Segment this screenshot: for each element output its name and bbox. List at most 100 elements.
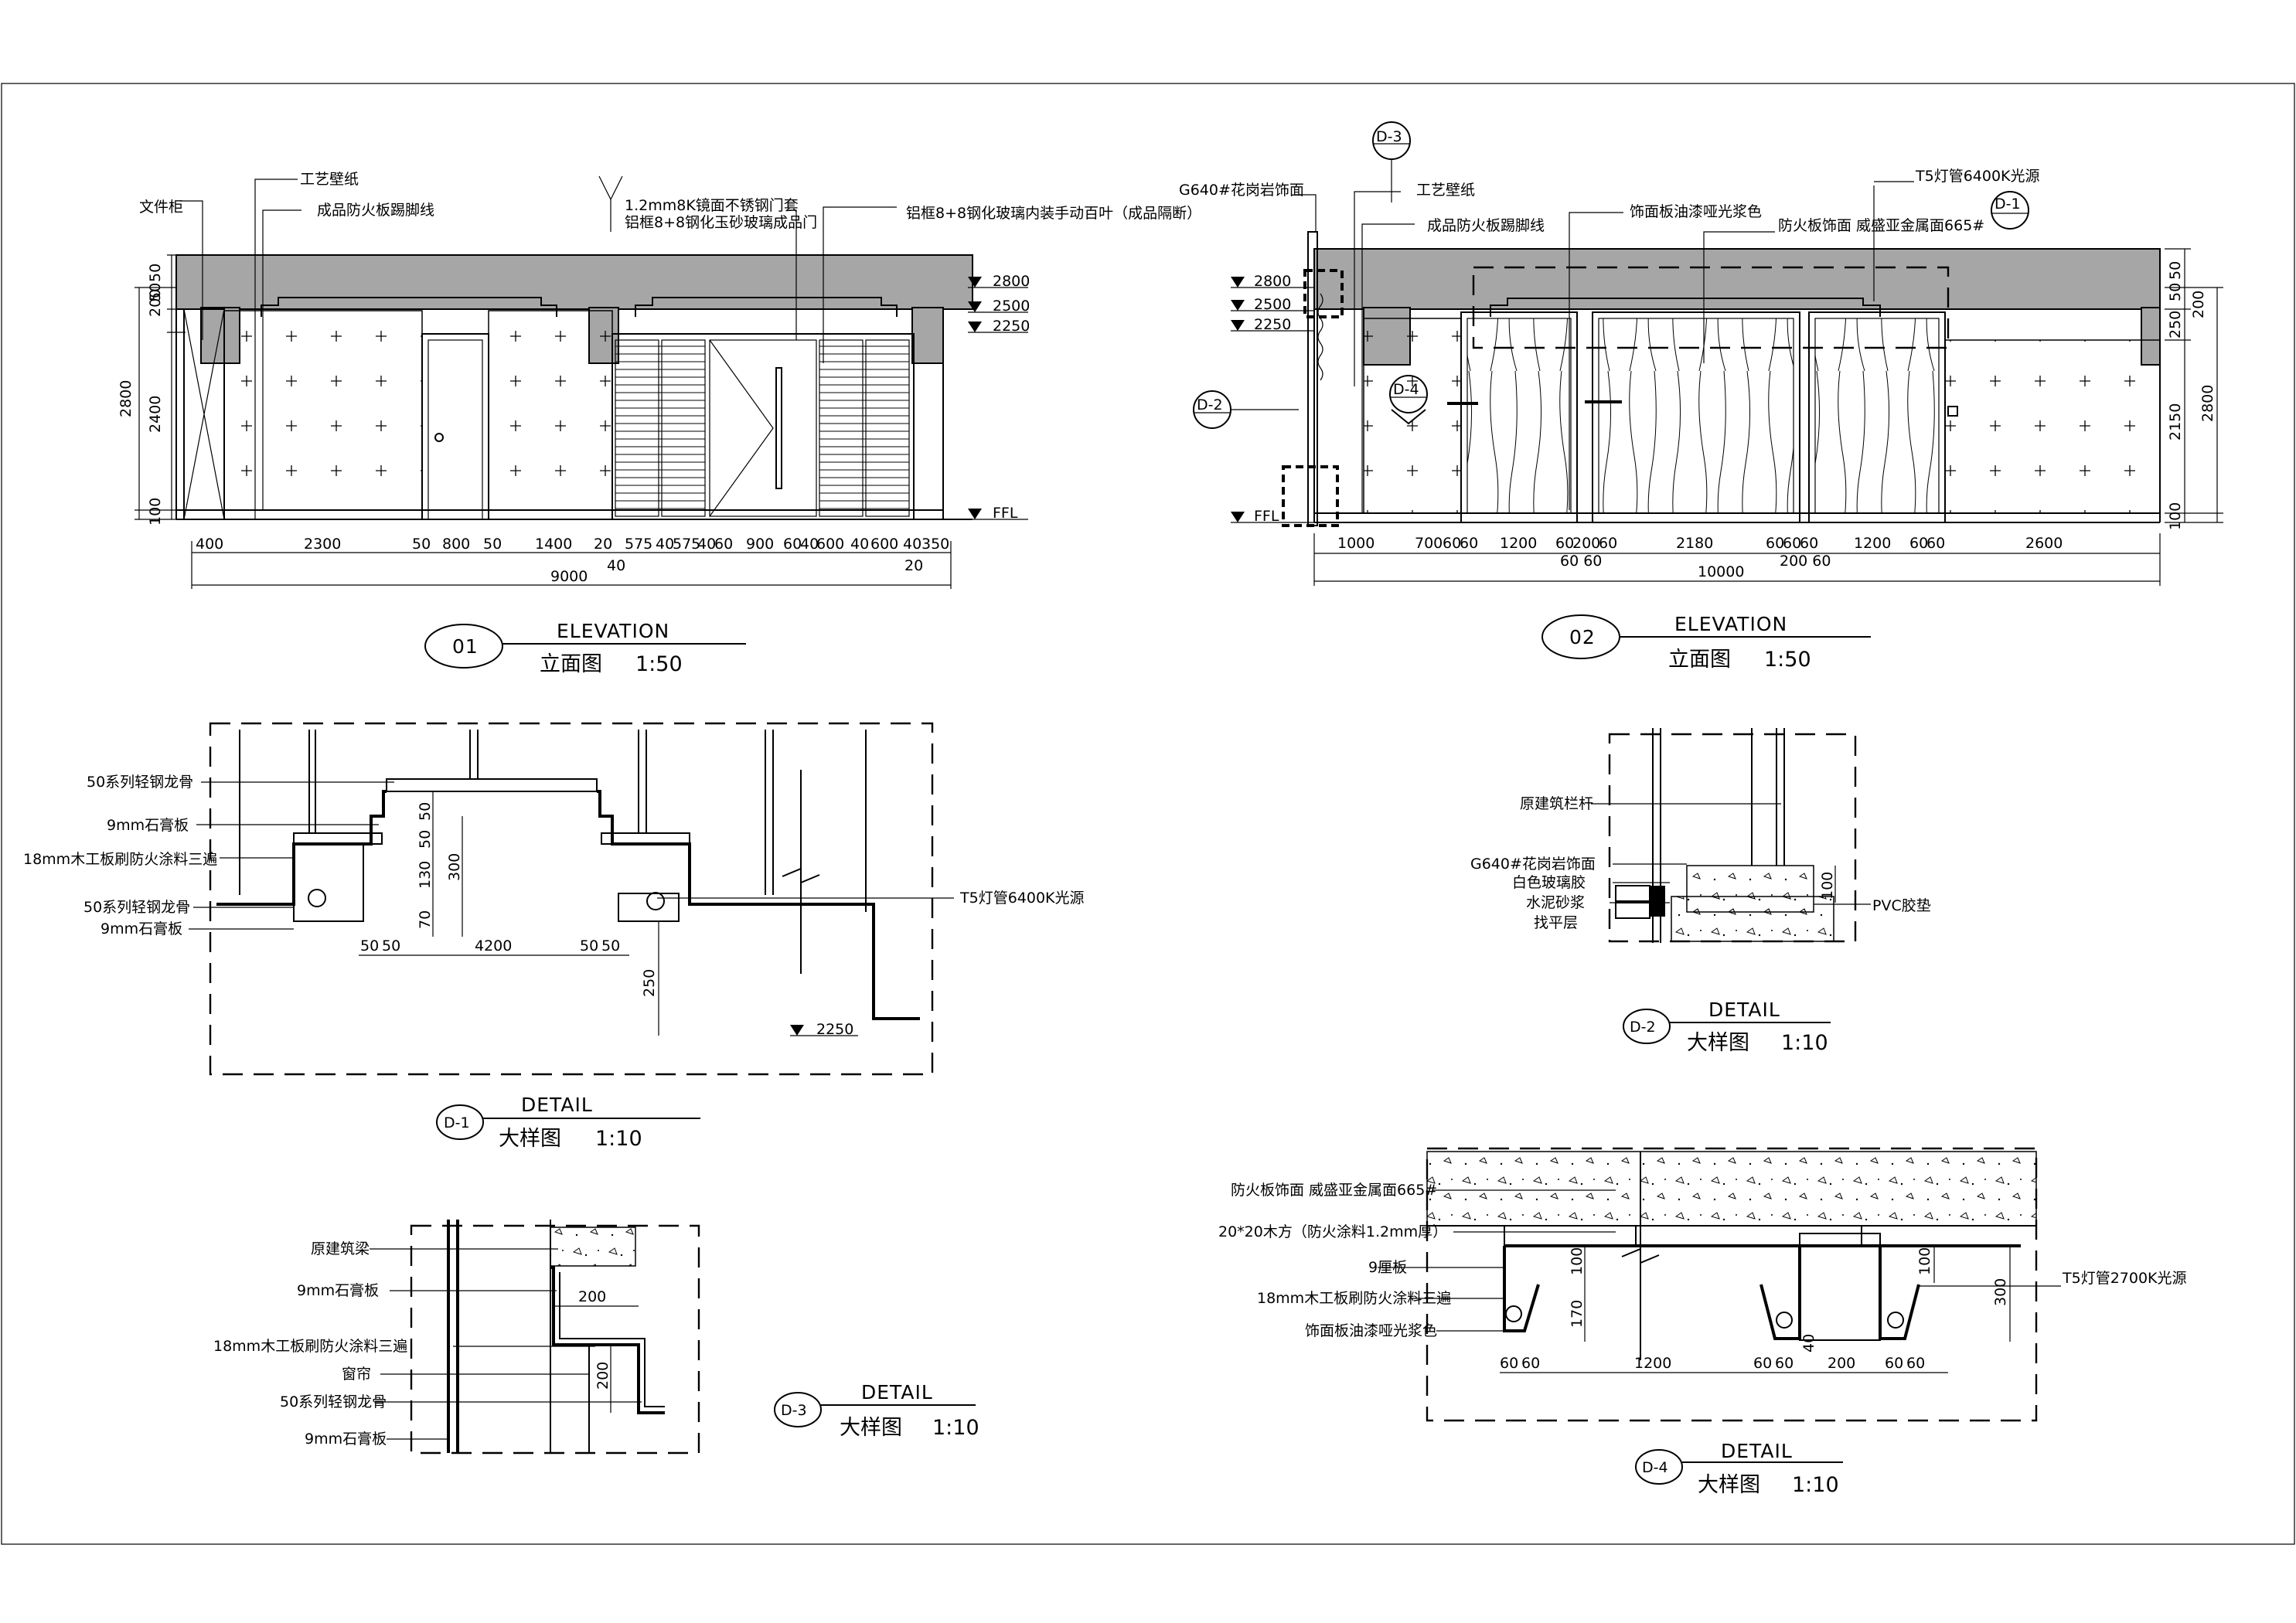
d4-dim-100a: 100 bbox=[1569, 1247, 1586, 1275]
svg-text:50: 50 bbox=[412, 536, 431, 553]
svg-text:60: 60 bbox=[1599, 535, 1617, 552]
total-9000: 9000 bbox=[550, 568, 588, 585]
d4-dim-100b: 100 bbox=[1916, 1247, 1933, 1275]
d1-level-mark bbox=[790, 1025, 804, 1036]
label-d4-veneer: 饰面板油漆哑光浆色 bbox=[1305, 1322, 1437, 1339]
leader-louvre bbox=[823, 206, 897, 363]
label-d2-pvc: PVC胶垫 bbox=[1872, 897, 1931, 914]
svg-text:40: 40 bbox=[903, 536, 921, 553]
vdim2-200: 200 bbox=[2190, 291, 2207, 318]
svg-text:900: 900 bbox=[746, 536, 774, 553]
level-2500-02: 2500 bbox=[1254, 296, 1291, 313]
vdim-2400: 2400 bbox=[147, 396, 164, 433]
label-skirting-02: 成品防火板踢脚线 bbox=[1427, 217, 1545, 234]
svg-text:600: 600 bbox=[870, 536, 898, 553]
d3-dim-200a: 200 bbox=[578, 1288, 606, 1305]
d3-leaders bbox=[370, 1248, 642, 1440]
detail-d3: 原建筑梁 9mm石膏板 18mm木工板刷防火涂料三遍 窗帘 50系列轻钢龙骨 9… bbox=[213, 1220, 979, 1455]
vdim2-100: 100 bbox=[2167, 502, 2184, 530]
scale-d2: 1:10 bbox=[1781, 1031, 1828, 1055]
leader-granite bbox=[1295, 194, 1317, 232]
vdim-50a: 50 bbox=[147, 264, 164, 282]
mortar-bed bbox=[1671, 896, 1834, 942]
svg-text:700: 700 bbox=[1415, 535, 1443, 552]
bubble-d2: D-2 bbox=[1630, 1019, 1656, 1036]
d4-center-cove-left bbox=[1759, 1246, 1801, 1340]
bubble-number-02: 02 bbox=[1569, 626, 1596, 648]
louvre-slats bbox=[615, 345, 909, 509]
existing-beam bbox=[550, 1227, 636, 1267]
scale-d1: 1:10 bbox=[595, 1127, 642, 1151]
label-d1-plywood: 18mm木工板刷防火涂料三遍 bbox=[23, 851, 217, 868]
marker-d3 bbox=[1372, 121, 1411, 202]
level-2250: 2250 bbox=[993, 318, 1030, 335]
label-door-frame: 1.2mm8K镜面不锈钢门套 bbox=[625, 197, 799, 214]
leader-skirting bbox=[262, 209, 301, 510]
detail-d4-frame bbox=[1426, 1147, 2038, 1422]
panel-frame-2 bbox=[1592, 311, 1800, 523]
level-2250-02: 2250 bbox=[1254, 316, 1291, 333]
d1-dim-50f: 50 bbox=[601, 937, 620, 954]
d4-dim-300: 300 bbox=[1992, 1278, 2009, 1306]
label-d4-plywood: 18mm木工板刷防火涂料三遍 bbox=[1257, 1290, 1451, 1307]
panel-frame-1 bbox=[1460, 311, 1578, 523]
d4-dim-60b: 60 bbox=[1521, 1355, 1540, 1372]
marker-d4 bbox=[1389, 375, 1428, 425]
svg-text:20: 20 bbox=[594, 536, 612, 553]
level-ffl: FFL bbox=[993, 505, 1018, 522]
concrete-slab-d4 bbox=[1426, 1151, 2037, 1227]
marker-d3-label: D-3 bbox=[1376, 128, 1402, 145]
level-ffl-02: FFL bbox=[1254, 508, 1279, 525]
marker-d1 bbox=[1873, 185, 2029, 301]
leader-skirting-02 bbox=[1361, 223, 1415, 513]
subtitle-d4: 大样图 bbox=[1698, 1473, 1760, 1497]
d1-dim-50a: 50 bbox=[417, 802, 434, 821]
door-swing-mark bbox=[709, 339, 774, 517]
svg-text:40: 40 bbox=[656, 536, 674, 553]
glass-sealant bbox=[1650, 886, 1665, 917]
scale-d3: 1:10 bbox=[932, 1416, 979, 1440]
d3-dim-200b: 200 bbox=[594, 1362, 611, 1390]
wallpaper-panel-1 bbox=[223, 310, 423, 511]
label-d2-railing: 原建筑栏杆 bbox=[1520, 795, 1593, 812]
veneer-panel-3 bbox=[1814, 318, 1940, 514]
label-wallpaper-02: 工艺壁纸 bbox=[1416, 182, 1475, 199]
vertical-dims-01 bbox=[135, 254, 186, 520]
d1-dim-4200: 4200 bbox=[475, 937, 512, 954]
label-d2-leveling: 找平层 bbox=[1534, 914, 1578, 931]
svg-text:40: 40 bbox=[800, 536, 819, 553]
d1-dim-130: 130 bbox=[417, 861, 434, 889]
subtitle-d2: 大样图 bbox=[1687, 1031, 1749, 1055]
svg-text:60: 60 bbox=[1555, 535, 1574, 552]
title-detail-d2: DETAIL bbox=[1708, 999, 1780, 1021]
veneer-panel-2 bbox=[1598, 318, 1794, 514]
d3-profile bbox=[550, 1266, 665, 1414]
cornice-left bbox=[261, 297, 557, 317]
scale-01: 1:50 bbox=[635, 652, 683, 676]
label-d4-t5: T5灯管2700K光源 bbox=[2062, 1270, 2187, 1287]
socket-icon bbox=[1947, 406, 1958, 417]
title-bubble-01 bbox=[424, 624, 503, 669]
label-d4-fire-panel: 防火板饰面 威盛亚金属面665# bbox=[1231, 1182, 1437, 1199]
door-handle bbox=[434, 433, 444, 442]
level-2800: 2800 bbox=[993, 273, 1030, 290]
vertical-dims-02 bbox=[2165, 248, 2223, 523]
svg-text:20: 20 bbox=[904, 557, 923, 574]
detail-callout-box-d3 bbox=[1303, 269, 1344, 318]
d4-dim-170: 170 bbox=[1569, 1300, 1586, 1328]
subtitle-d3: 大样图 bbox=[840, 1416, 902, 1440]
level-2500: 2500 bbox=[993, 298, 1030, 315]
frosted-glass-door bbox=[709, 339, 817, 517]
vdim-50b: 50 bbox=[147, 283, 164, 301]
svg-text:600: 600 bbox=[816, 536, 844, 553]
level-2800-02: 2800 bbox=[1254, 273, 1291, 290]
elevation-02: D-3 D-1 D-2 D-4 G640#花岗岩饰面 工艺壁纸 成品防火板踢脚线… bbox=[1179, 121, 2223, 672]
detail-d1: 50系列轻钢龙骨 9mm石膏板 18mm木工板刷防火涂料三遍 50系列轻钢龙骨 … bbox=[23, 722, 1085, 1151]
vdim-100: 100 bbox=[147, 498, 164, 526]
label-file-cabinet: 文件柜 bbox=[139, 199, 183, 216]
louvre-panel-2 bbox=[819, 339, 910, 517]
d3-profile-inner bbox=[559, 1272, 665, 1407]
svg-text:60: 60 bbox=[1783, 535, 1801, 552]
title-bubble-d4 bbox=[1635, 1449, 1683, 1485]
